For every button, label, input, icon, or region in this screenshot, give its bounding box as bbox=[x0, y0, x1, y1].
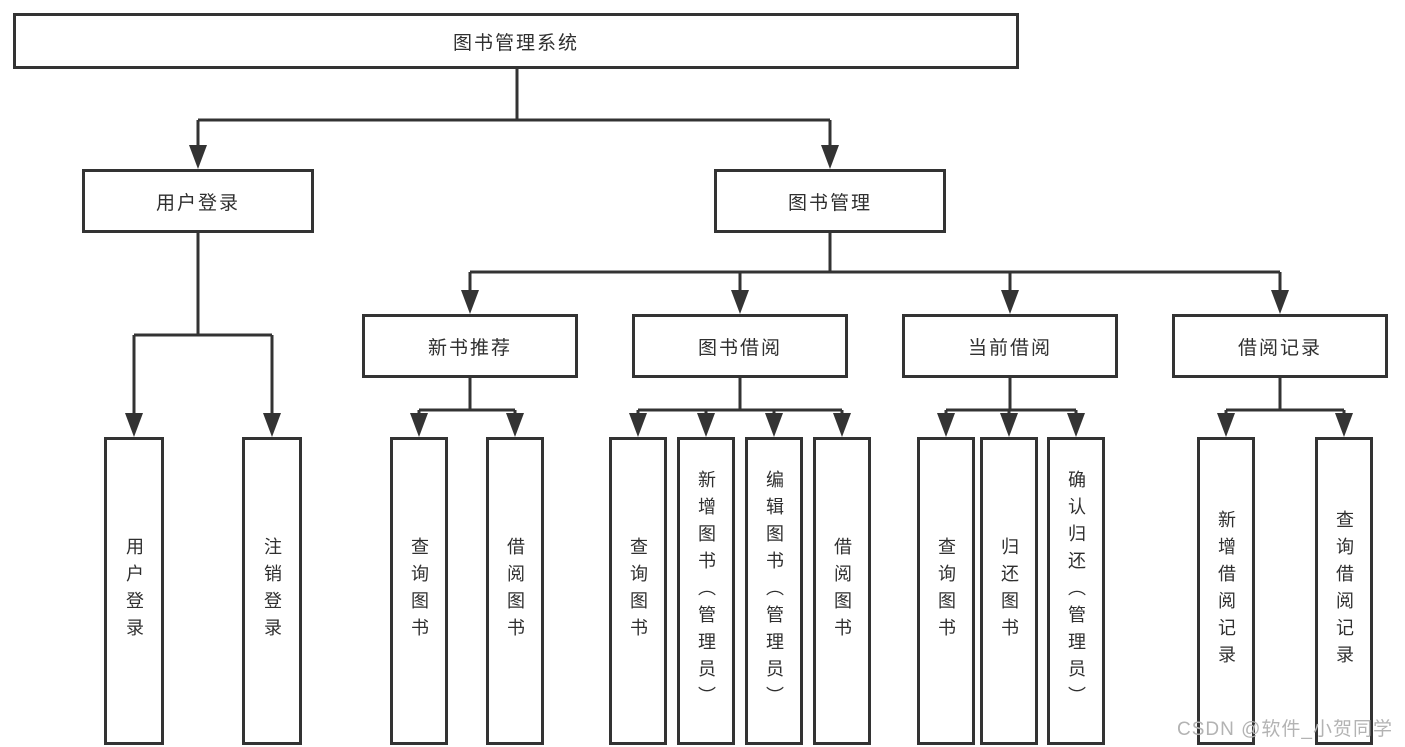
node-user-login: 用户登录 bbox=[82, 169, 314, 233]
leaf-add-books-admin: 新增图书（管理员） bbox=[677, 437, 735, 745]
leaf-query-borrow-record: 查询借阅记录 bbox=[1315, 437, 1373, 745]
node-book-management: 图书管理 bbox=[714, 169, 946, 233]
leaf-user-login: 用户登录 bbox=[104, 437, 164, 745]
connector-elbows bbox=[132, 69, 1346, 418]
leaf-add-borrow-record: 新增借阅记录 bbox=[1197, 437, 1255, 745]
node-borrowing-records: 借阅记录 bbox=[1172, 314, 1388, 378]
leaf-borrow-books-recommend: 借阅图书 bbox=[486, 437, 544, 745]
node-book-borrowing: 图书借阅 bbox=[632, 314, 848, 378]
leaf-query-books-current: 查询图书 bbox=[917, 437, 975, 745]
leaf-edit-books-admin: 编辑图书（管理员） bbox=[745, 437, 803, 745]
leaf-query-books-recommend: 查询图书 bbox=[390, 437, 448, 745]
node-current-borrowing: 当前借阅 bbox=[902, 314, 1118, 378]
node-new-book-recommendation: 新书推荐 bbox=[362, 314, 578, 378]
csdn-watermark: CSDN @软件_小贺同学 bbox=[1177, 719, 1393, 740]
leaf-query-books-borrow: 查询图书 bbox=[609, 437, 667, 745]
leaf-borrow-books: 借阅图书 bbox=[813, 437, 871, 745]
leaf-confirm-return-admin: 确认归还（管理员） bbox=[1047, 437, 1105, 745]
leaf-logout: 注销登录 bbox=[242, 437, 302, 745]
leaf-return-books: 归还图书 bbox=[980, 437, 1038, 745]
arrowhead-icons bbox=[125, 145, 1353, 437]
node-library-management-system: 图书管理系统 bbox=[13, 13, 1019, 69]
